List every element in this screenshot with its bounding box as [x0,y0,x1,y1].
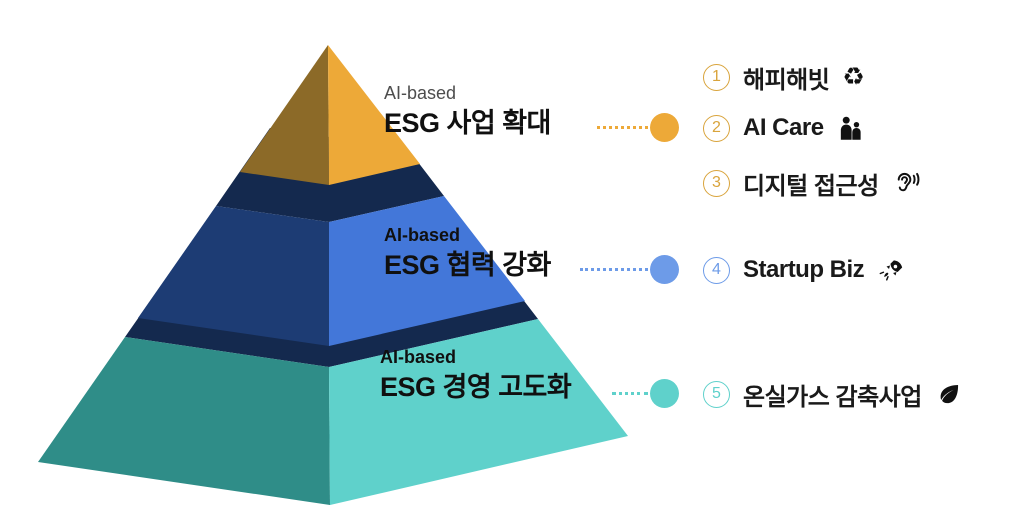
tier-label-bottom: AI-based ESG 경영 고도화 [380,346,572,403]
legend-number-3: 3 [703,169,730,197]
pyramid-bottom-tier-left-face [38,337,330,505]
tier-middle-title: ESG 협력 강화 [384,250,551,280]
pyramid-top-tier-front-face [328,45,420,185]
pyramid-bottom-tier-front-face [329,319,628,505]
connector-line-bottom [612,392,648,395]
connector-dot-bottom [650,379,679,408]
pyramid-top-tier-left-face [240,45,329,185]
connector-line-top [597,126,648,129]
esg-pyramid [38,45,628,505]
connector-dot-middle [650,255,679,284]
tier-top-title: ESG 사업 확대 [384,108,551,138]
people-icon [837,115,864,142]
tier-bottom-subtitle: AI-based [380,347,457,367]
legend-number-5: 5 [703,380,730,408]
legend-label-1: 해피해빗 [743,66,830,94]
legend-number-1: 1 [703,63,730,91]
leaf-icon [935,381,962,408]
tier-bottom-title: ESG 경영 고도화 [380,372,572,402]
connector-line-middle [580,268,648,271]
legend-item-greenhouse-gas: 5 온실가스 감축사업 [703,376,962,412]
pyramid-middle-tier-front-face [329,196,525,346]
legend-item-happy-habit: 1 해피해빗 ♻ [703,59,865,95]
pyramid-middle-tier-left-face [138,206,329,346]
legend-label-3: 디지털 접근성 [743,172,879,200]
legend-number-2: 2 [703,114,730,142]
ear-icon [892,170,921,197]
legend-item-ai-care: 2 AI Care [703,110,864,146]
tier-middle-subtitle: AI-based [384,225,461,245]
legend-label-2: AI Care [743,114,824,141]
legend-item-startup-biz: 4 Startup Biz [703,252,906,288]
recycle-glyph: ♻ [842,62,865,91]
tier-top-subtitle: AI-based [384,83,457,103]
connector-dot-top [650,113,679,142]
recycle-icon: ♻ [842,64,864,90]
legend-number-4: 4 [703,256,730,284]
tier-label-middle: AI-based ESG 협력 강화 [384,224,551,281]
legend-label-4: Startup Biz [743,256,865,283]
legend-label-5: 온실가스 감축사업 [743,383,922,411]
rocket-icon [877,257,906,284]
legend-item-digital-accessibility: 3 디지털 접근성 [703,165,921,201]
tier-label-top: AI-based ESG 사업 확대 [384,82,551,139]
